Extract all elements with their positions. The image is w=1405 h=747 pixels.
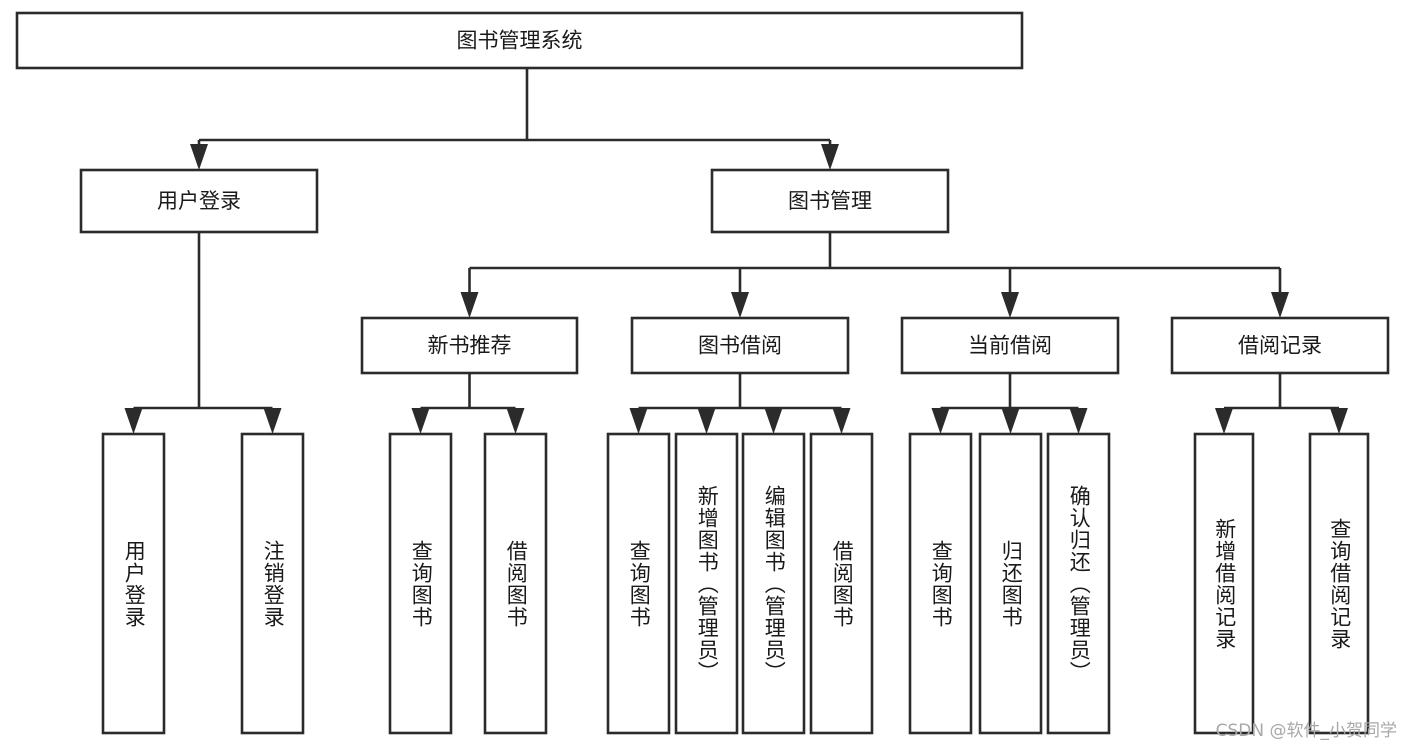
arrow-to-new-book-rec [460,292,479,318]
node-book-borrow-label: 图书借阅 [698,334,782,358]
node-leaf-add-record-box[interactable] [1193,432,1255,735]
arrow-to-book-manage [821,144,839,170]
node-leaf-borrow-book-rec-box[interactable] [483,432,548,735]
arrow-to-leaf-borrow-book-rec [506,408,525,434]
node-leaf-query-book-cur-box[interactable] [908,432,973,735]
node-book-manage-label: 图书管理 [788,189,872,213]
node-leaf-user-logout-box[interactable] [240,432,305,735]
node-leaf-query-record-box[interactable] [1308,432,1370,735]
arrow-to-borrow-record [1271,292,1289,318]
node-leaf-borrow-book-box[interactable] [809,432,874,735]
node-leaf-query-book-borrow-box[interactable] [606,432,671,735]
node-leaf-query-book-rec-box[interactable] [388,432,453,735]
arrow-to-current-borrow [1001,292,1019,318]
arrow-to-leaf-add-record [1215,408,1233,434]
arrow-to-leaf-return-book [1001,408,1020,434]
watermark-label: CSDN @软件_小贺同学 [1215,721,1397,741]
node-book-manage-box[interactable] [710,168,950,234]
node-user-login-box[interactable] [79,168,319,234]
arrow-to-leaf-query-book-cur [931,408,950,434]
node-leaf-confirm-return-box[interactable] [1046,432,1111,735]
node-new-book-rec-box[interactable] [360,316,579,375]
node-leaf-edit-book-box[interactable] [741,432,806,735]
node-root-box[interactable] [15,11,1024,70]
node-book-borrow-box[interactable] [630,316,850,375]
arrow-to-leaf-query-book-borrow [629,408,648,434]
arrow-to-leaf-user-login [124,408,143,434]
node-current-borrow-label: 当前借阅 [968,334,1052,358]
node-leaf-user-login-box[interactable] [101,432,166,735]
arrow-to-book-borrow [731,292,749,318]
arrow-to-leaf-query-record [1330,408,1348,434]
arrow-to-leaf-user-logout [263,408,282,434]
arrow-to-leaf-confirm-return [1069,408,1088,434]
node-root-label: 图书管理系统 [457,29,583,53]
node-leaf-return-book-box[interactable] [978,432,1043,735]
arrow-to-leaf-edit-book [764,408,783,434]
arrow-to-leaf-add-book [697,408,716,434]
node-user-login-label: 用户登录 [157,189,241,213]
node-leaf-add-book-box[interactable] [674,432,739,735]
arrow-to-user-login [190,144,208,170]
node-borrow-record-label: 借阅记录 [1238,334,1322,358]
connectors-layer [124,68,1348,434]
node-new-book-rec-label: 新书推荐 [428,334,512,358]
node-borrow-record-box[interactable] [1170,316,1390,375]
node-current-borrow-box[interactable] [900,316,1120,375]
arrow-to-leaf-borrow-book [832,408,851,434]
arrow-to-leaf-query-book-rec [411,408,430,434]
